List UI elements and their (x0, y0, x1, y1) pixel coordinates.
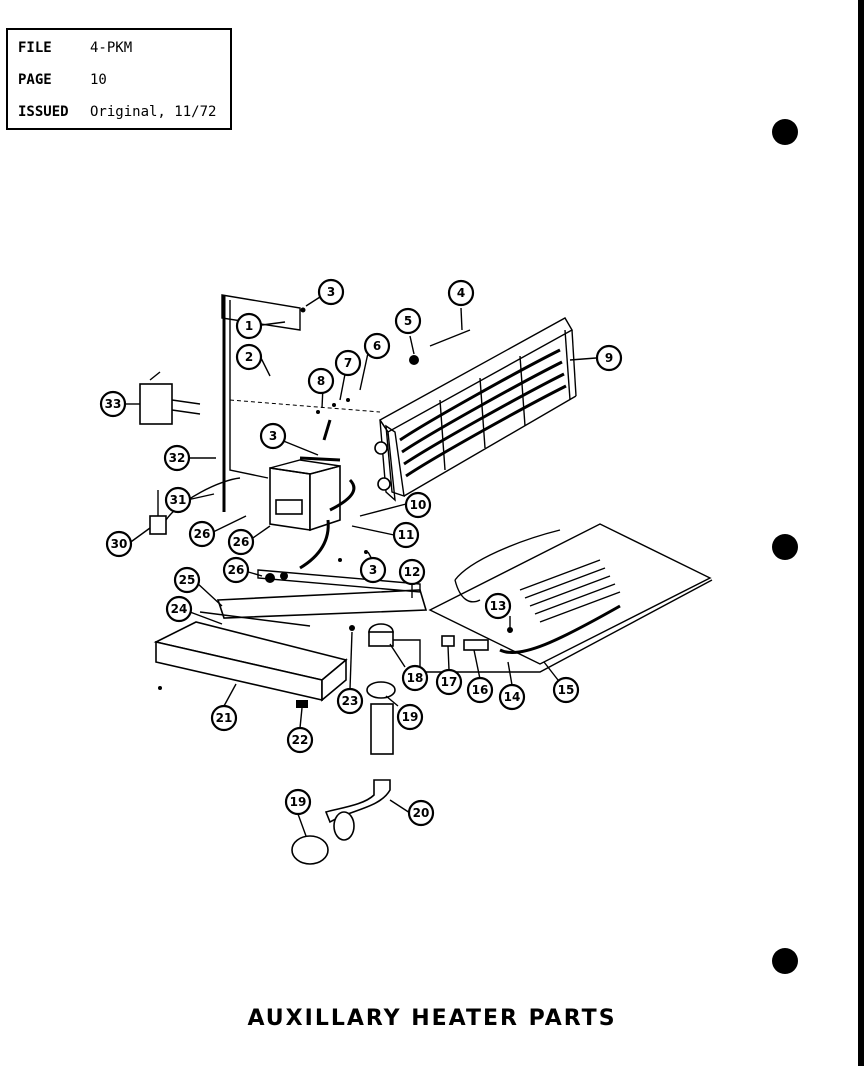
callout-25: 25 (173, 566, 201, 594)
callout-19a: 19 (396, 703, 424, 731)
svg-text:10: 10 (410, 498, 427, 512)
callout-21: 21 (210, 704, 238, 732)
svg-text:8: 8 (317, 374, 325, 388)
callout-3b: 3 (259, 422, 287, 450)
svg-text:30: 30 (111, 537, 128, 551)
callout-4: 4 (447, 279, 475, 307)
callout-19b: 19 (284, 788, 312, 816)
callout-3c: 3 (359, 556, 387, 584)
svg-text:3: 3 (327, 285, 335, 299)
svg-text:4: 4 (457, 286, 465, 300)
svg-text:3: 3 (269, 429, 277, 443)
svg-text:3: 3 (369, 563, 377, 577)
svg-text:15: 15 (558, 683, 575, 697)
callout-7: 7 (334, 349, 362, 377)
thermostat (149, 477, 241, 535)
svg-text:9: 9 (605, 351, 613, 365)
callout-12: 12 (398, 558, 426, 586)
svg-text:14: 14 (504, 690, 521, 704)
svg-text:13: 13 (490, 599, 507, 613)
svg-text:18: 18 (407, 671, 424, 685)
svg-text:6: 6 (373, 339, 381, 353)
callout-31: 31 (164, 486, 192, 514)
svg-text:23: 23 (342, 694, 359, 708)
svg-text:33: 33 (105, 397, 122, 411)
callout-6: 6 (363, 332, 391, 360)
issued-value: Original, 11/72 (90, 104, 217, 120)
heater-element-assembly (374, 317, 577, 502)
callout-23: 23 (336, 687, 364, 715)
issued-label: ISSUED (18, 104, 69, 120)
svg-text:2: 2 (245, 350, 253, 364)
svg-text:26: 26 (194, 527, 211, 541)
punch-hole-middle (772, 534, 798, 560)
file-label: FILE (18, 40, 52, 56)
svg-text:1: 1 (245, 319, 253, 333)
svg-text:11: 11 (398, 528, 415, 542)
callout-11: 11 (392, 521, 420, 549)
callout-24: 24 (165, 595, 193, 623)
diagram-title: AUXILLARY HEATER PARTS (247, 1006, 617, 1031)
svg-text:22: 22 (292, 733, 309, 747)
callout-15: 15 (552, 676, 580, 704)
callout-9: 9 (595, 344, 623, 372)
callout-17: 17 (435, 668, 463, 696)
front-cover (153, 621, 348, 708)
page-label: PAGE (18, 72, 52, 88)
callout-22: 22 (286, 726, 314, 754)
duct-panel (380, 523, 713, 673)
svg-text:26: 26 (233, 535, 250, 549)
info-box: FILE 4-PKM PAGE 10 ISSUED Original, 11/72 (6, 28, 232, 130)
callout-26b: 26 (188, 520, 216, 548)
svg-text:24: 24 (171, 602, 188, 616)
drain-assembly (291, 623, 396, 865)
fasteners (158, 307, 513, 690)
callout-26c: 26 (227, 528, 255, 556)
callout-32: 32 (163, 444, 191, 472)
callout-1: 1 (235, 312, 263, 340)
callout-3a: 3 (317, 278, 345, 306)
mounting-plate (221, 294, 381, 512)
punch-hole-top (772, 119, 798, 145)
callout-14: 14 (498, 683, 526, 711)
svg-text:19: 19 (402, 710, 419, 724)
callout-30: 30 (105, 530, 133, 558)
svg-text:21: 21 (216, 711, 233, 725)
svg-text:17: 17 (441, 675, 458, 689)
callout-20: 20 (407, 799, 435, 827)
issued-row: ISSUED Original, 11/72 (18, 104, 216, 120)
svg-text:16: 16 (472, 683, 489, 697)
callout-10: 10 (404, 491, 432, 519)
callout-18: 18 (401, 664, 429, 692)
svg-text:19: 19 (290, 795, 307, 809)
callout-16: 16 (466, 676, 494, 704)
svg-text:26: 26 (228, 563, 245, 577)
svg-text:12: 12 (404, 565, 421, 579)
svg-text:31: 31 (170, 493, 187, 507)
file-value: 4-PKM (90, 40, 133, 56)
callout-8: 8 (307, 367, 335, 395)
punch-hole-bottom (772, 948, 798, 974)
svg-text:7: 7 (344, 356, 352, 370)
callout-5: 5 (394, 307, 422, 335)
svg-text:5: 5 (404, 314, 412, 328)
file-row: FILE 4-PKM (18, 40, 132, 56)
control-box (269, 459, 356, 570)
callout-26a: 26 (222, 556, 250, 584)
terminal-block (139, 371, 201, 425)
page-row: PAGE 10 (18, 72, 107, 88)
svg-text:25: 25 (179, 573, 196, 587)
callout-2: 2 (235, 343, 263, 371)
page-value: 10 (90, 72, 107, 88)
callout-13: 13 (484, 592, 512, 620)
callout-33: 33 (99, 390, 127, 418)
svg-text:20: 20 (413, 806, 430, 820)
page-edge (858, 0, 864, 1066)
svg-text:32: 32 (169, 451, 186, 465)
